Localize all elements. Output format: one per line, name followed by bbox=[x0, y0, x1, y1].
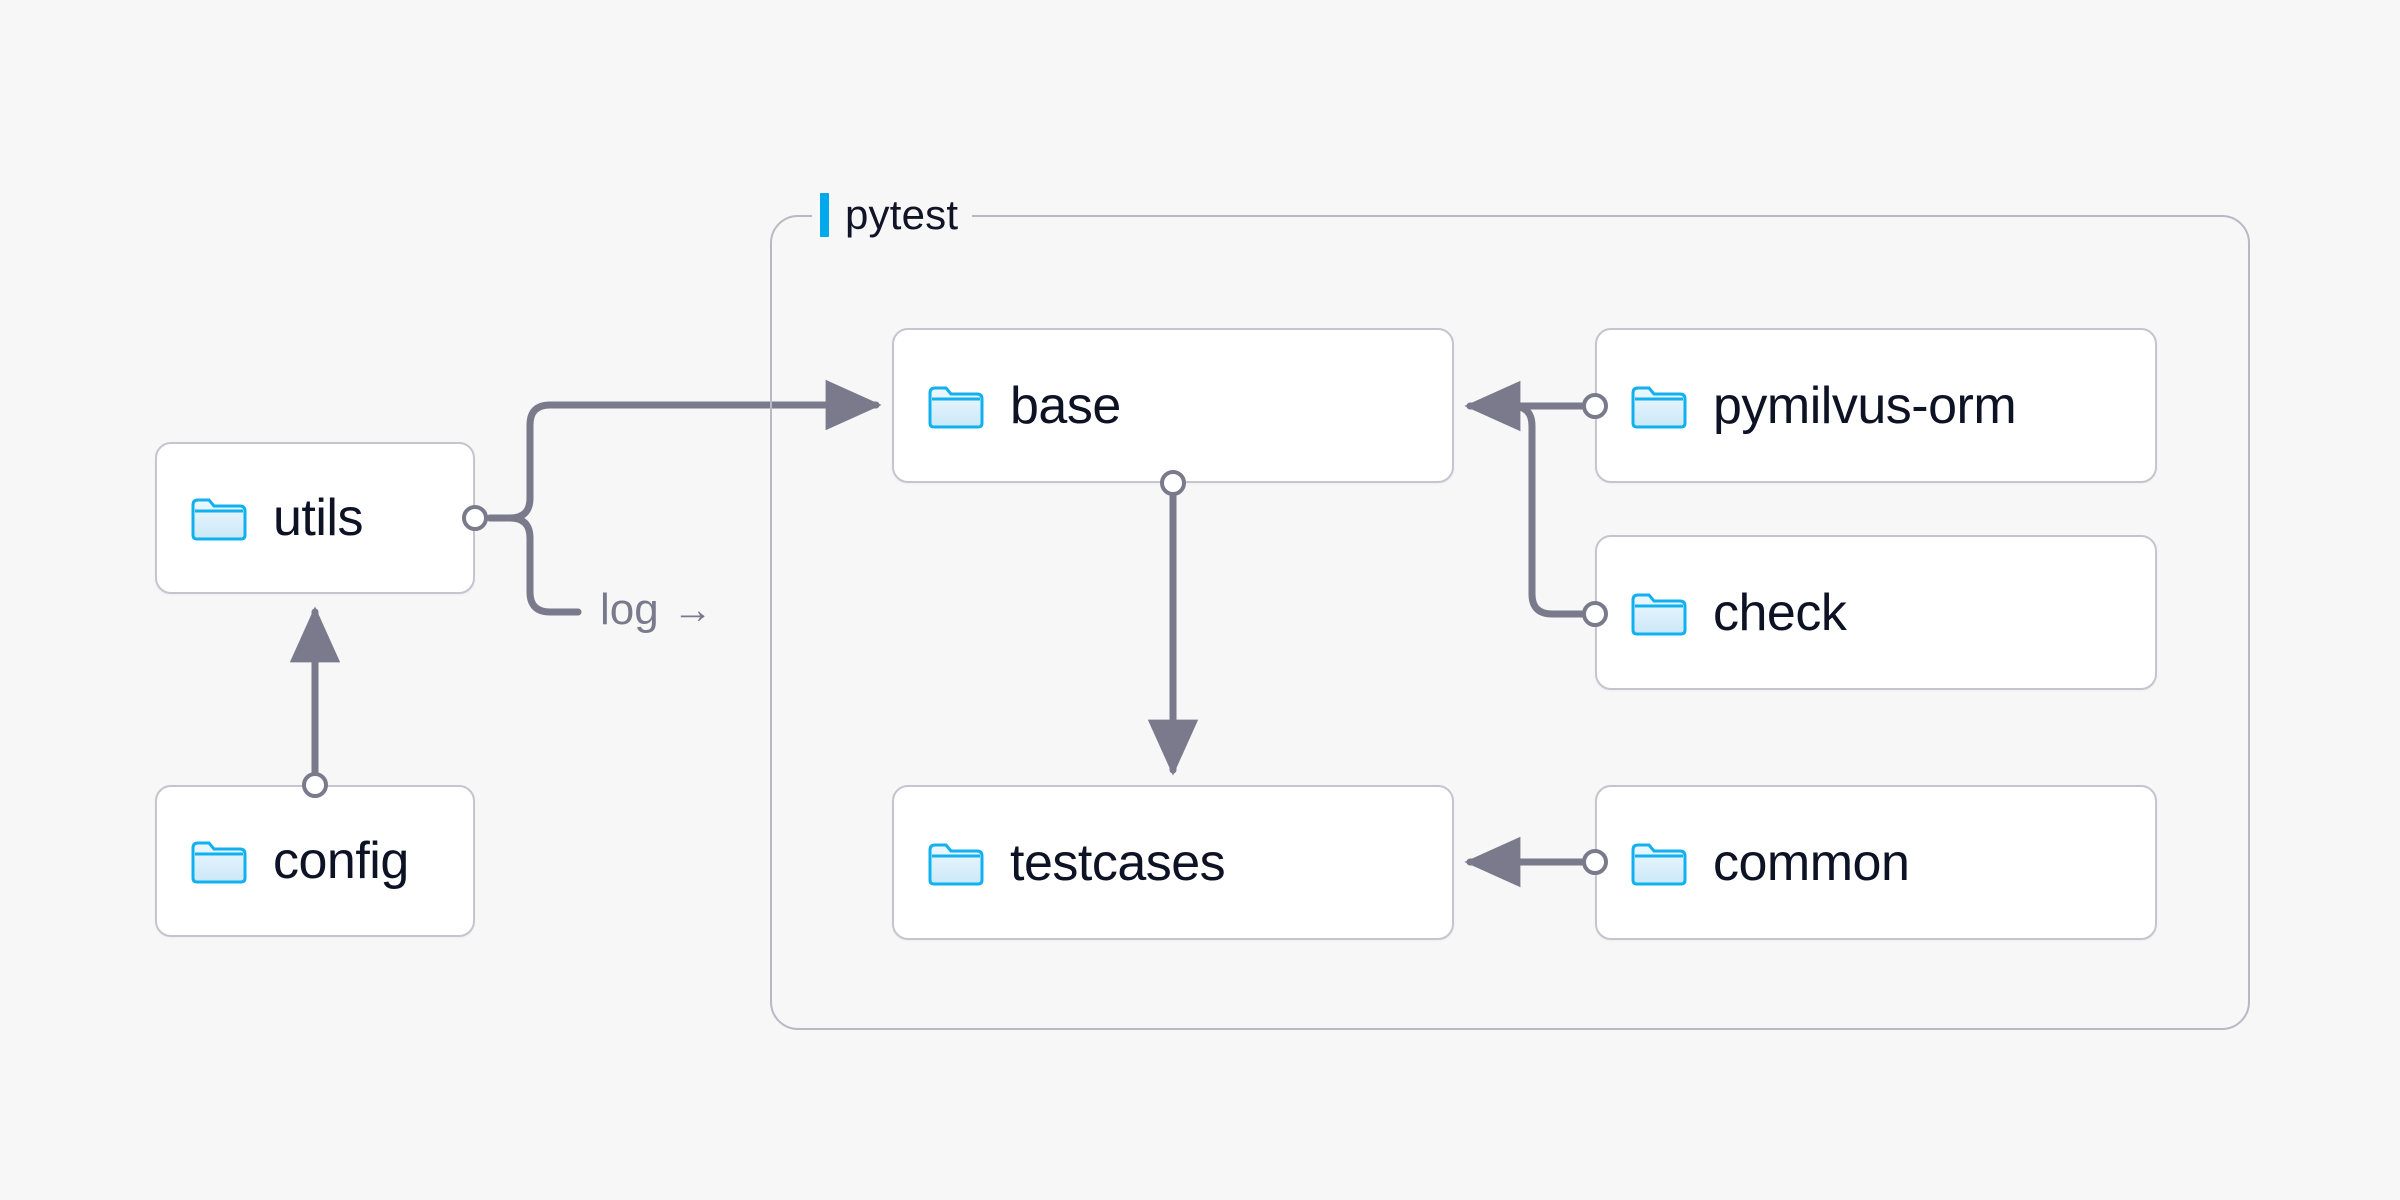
port-pymilvus-orm-left[interactable] bbox=[1582, 393, 1608, 419]
folder-icon bbox=[191, 498, 247, 541]
group-pytest[interactable] bbox=[770, 215, 2250, 1030]
group-pytest-title: pytest bbox=[812, 188, 973, 242]
node-common[interactable]: common bbox=[1595, 785, 2157, 940]
group-title-label: pytest bbox=[845, 191, 959, 238]
port-config-top[interactable] bbox=[302, 772, 328, 798]
node-config[interactable]: config bbox=[155, 785, 475, 937]
node-common-label: common bbox=[1713, 833, 1910, 892]
port-common-left[interactable] bbox=[1582, 849, 1608, 875]
folder-icon bbox=[928, 386, 984, 428]
edge-utils-to-log bbox=[486, 514, 582, 616]
node-pymilvus-orm-label: pymilvus-orm bbox=[1713, 376, 2017, 435]
folder-icon bbox=[1631, 593, 1687, 635]
node-testcases[interactable]: testcases bbox=[892, 785, 1454, 940]
node-config-label: config bbox=[273, 832, 409, 890]
group-accent-bar bbox=[820, 193, 829, 237]
node-base[interactable]: base bbox=[892, 328, 1454, 483]
node-utils[interactable]: utils bbox=[155, 442, 475, 594]
port-utils-right[interactable] bbox=[462, 505, 488, 531]
folder-icon bbox=[1631, 843, 1687, 885]
edge-label-log: log → bbox=[600, 588, 713, 632]
port-check-left[interactable] bbox=[1582, 601, 1608, 627]
node-base-label: base bbox=[1010, 376, 1121, 435]
node-check-label: check bbox=[1713, 583, 1847, 642]
node-testcases-label: testcases bbox=[1010, 833, 1226, 892]
node-utils-label: utils bbox=[273, 489, 363, 547]
port-base-bottom[interactable] bbox=[1160, 470, 1186, 496]
folder-icon bbox=[928, 843, 984, 885]
edge-label-log-text: log bbox=[600, 585, 659, 634]
arrow-right-icon: → bbox=[672, 588, 713, 632]
folder-icon bbox=[1631, 386, 1687, 428]
node-pymilvus-orm[interactable]: pymilvus-orm bbox=[1595, 328, 2157, 483]
folder-icon bbox=[191, 841, 247, 884]
node-check[interactable]: check bbox=[1595, 535, 2157, 690]
